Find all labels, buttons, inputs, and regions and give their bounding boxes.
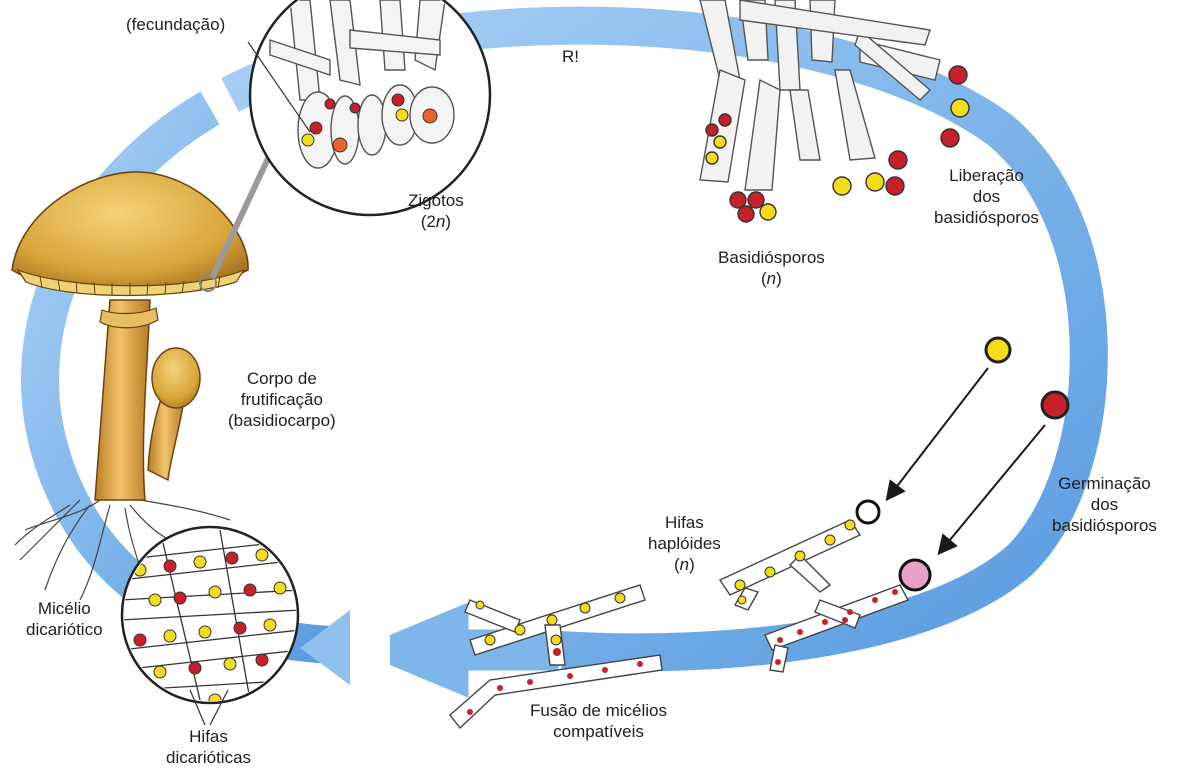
label-basidiosporos: Basidiósporos (n) — [718, 247, 825, 289]
haploid-hypha-yellow — [720, 501, 879, 610]
label-liberacao: Liberação dos basidiósporos — [934, 165, 1039, 228]
label-hifas-haploides: Hifas haplóides (n) — [648, 512, 721, 575]
label-fecundacao: (fecundação) — [126, 14, 225, 35]
label-zigotos: Zigotos (2n) — [408, 190, 464, 232]
free-spore-red — [1042, 392, 1068, 418]
free-spore-yellow — [986, 338, 1010, 362]
label-micelio-dicariotico: Micélio dicariótico — [26, 598, 103, 640]
label-hifas-dicarioticas: Hifas dicarióticas — [166, 726, 251, 768]
dikaryotic-mycelium-circle — [120, 527, 300, 725]
label-germinacao: Germinação dos basidiósporos — [1052, 473, 1157, 536]
germination-arrow-1 — [888, 368, 988, 498]
label-ri: R! — [562, 46, 579, 67]
zygote-zoom-circle — [248, 0, 490, 215]
label-corpo-frutificacao: Corpo de frutificação (basidiocarpo) — [228, 368, 336, 431]
label-fusao-micelios: Fusão de micélios compatíveis — [530, 700, 667, 742]
